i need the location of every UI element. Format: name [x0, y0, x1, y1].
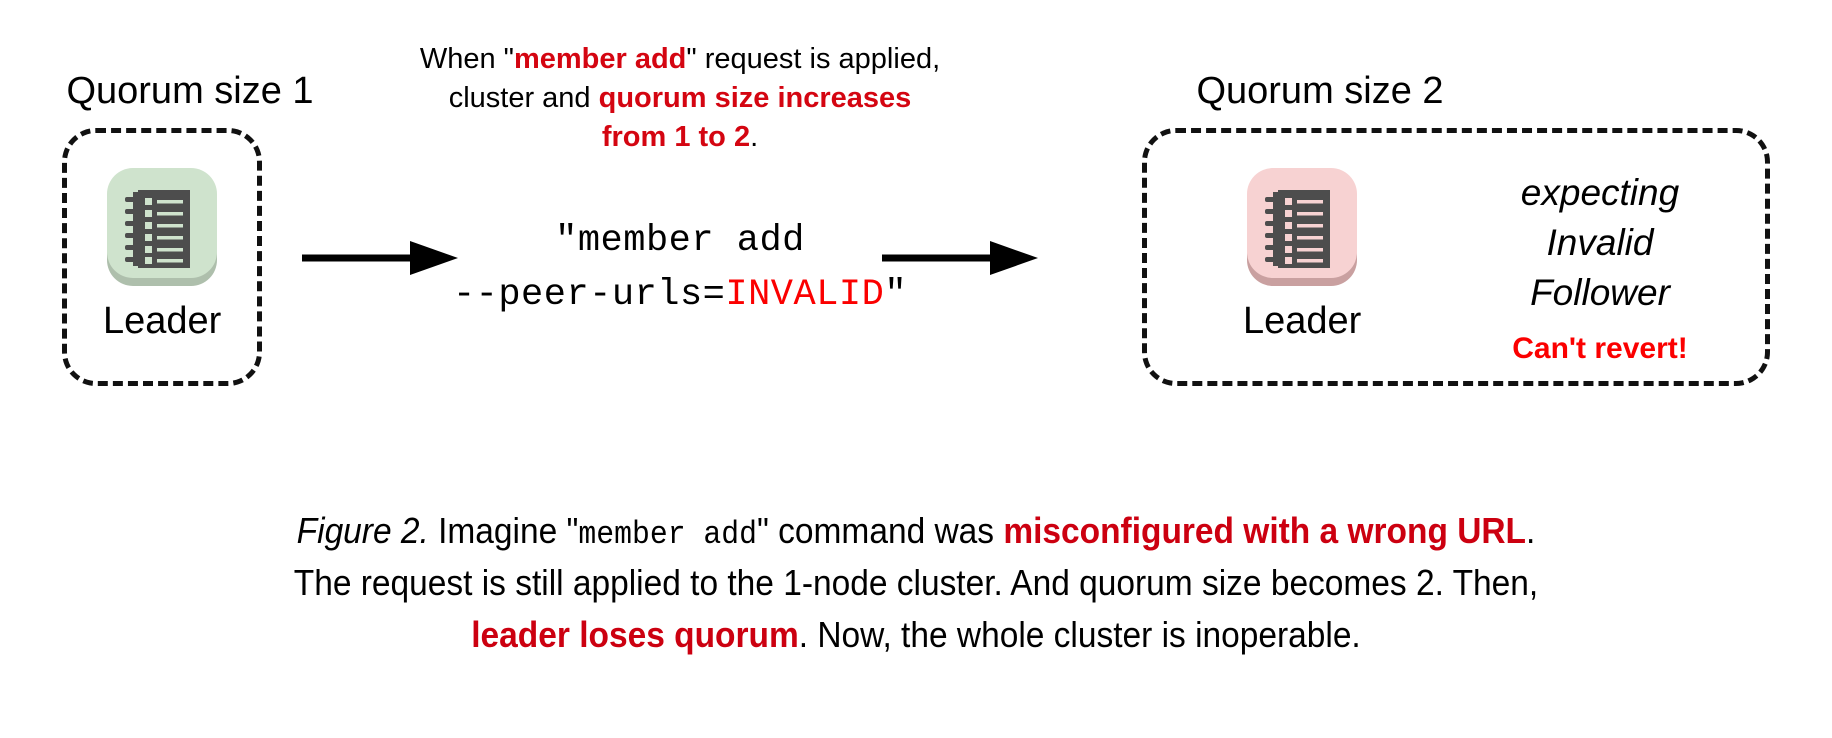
caption-mono-command: member add	[578, 516, 757, 553]
caption-seg-2: " command was	[756, 510, 1004, 551]
command-block: "member add --peer-urls=INVALID"	[430, 215, 930, 322]
left-leader-label: Leader	[103, 300, 222, 342]
status-line-1: expecting	[1520, 172, 1680, 213]
ledger-notebook-icon	[103, 162, 221, 288]
top-annotation: When "member add" request is applied, cl…	[360, 40, 1000, 157]
caption-figure-label: Figure 2.	[296, 510, 429, 551]
command-invalid-value: INVALID	[725, 273, 885, 316]
command-flag: --peer-urls=	[452, 273, 726, 316]
status-line-2: Invalid	[1546, 221, 1654, 263]
right-leader-label: Leader	[1243, 300, 1362, 342]
caption-seg-4: . Now, the whole cluster is inoperable.	[798, 613, 1361, 655]
right-leader-node: Leader	[1243, 162, 1361, 340]
top-note-quorum-increase: quorum size increases	[598, 81, 912, 114]
ledger-notebook-icon	[1243, 162, 1361, 288]
figure-caption: Figure 2. Imagine "member add" command w…	[64, 505, 1768, 660]
top-note-line2-pre: cluster and	[448, 81, 599, 114]
caption-seg-1: Imagine "	[428, 510, 579, 551]
left-cluster-title: Quorum size 1	[66, 70, 314, 112]
command-line-1: "member add	[555, 220, 805, 262]
right-cluster-box	[1142, 128, 1770, 386]
caption-seg-3: .	[1526, 510, 1536, 551]
top-note-from-1-to-2: from 1 to 2	[601, 120, 751, 153]
command-closing-quote: "	[884, 273, 908, 316]
top-note-period: .	[750, 120, 759, 153]
caption-highlight-leader-loses-quorum: leader loses quorum	[471, 613, 799, 655]
top-note-line1-post: " request is applied,	[686, 43, 941, 75]
caption-line-2: The request is still applied to the 1-no…	[293, 562, 1539, 604]
left-leader-node: Leader	[103, 162, 221, 340]
left-cluster-box	[62, 128, 262, 386]
top-note-member-add: member add	[513, 43, 687, 75]
caption-highlight-misconfigured: misconfigured with a wrong URL	[1003, 510, 1527, 551]
top-note-line1-pre: When "	[419, 43, 514, 75]
status-line-3: Follower	[1530, 271, 1670, 313]
right-cluster-title: Quorum size 2	[1196, 70, 1444, 112]
right-arrow-icon	[882, 241, 1038, 275]
follower-status-text: expecting Invalid Follower	[1450, 168, 1750, 318]
command-line-2: --peer-urls=INVALID"	[430, 269, 930, 323]
right-arrow-icon	[302, 241, 458, 275]
cant-revert-warning: Can't revert!	[1512, 332, 1688, 365]
